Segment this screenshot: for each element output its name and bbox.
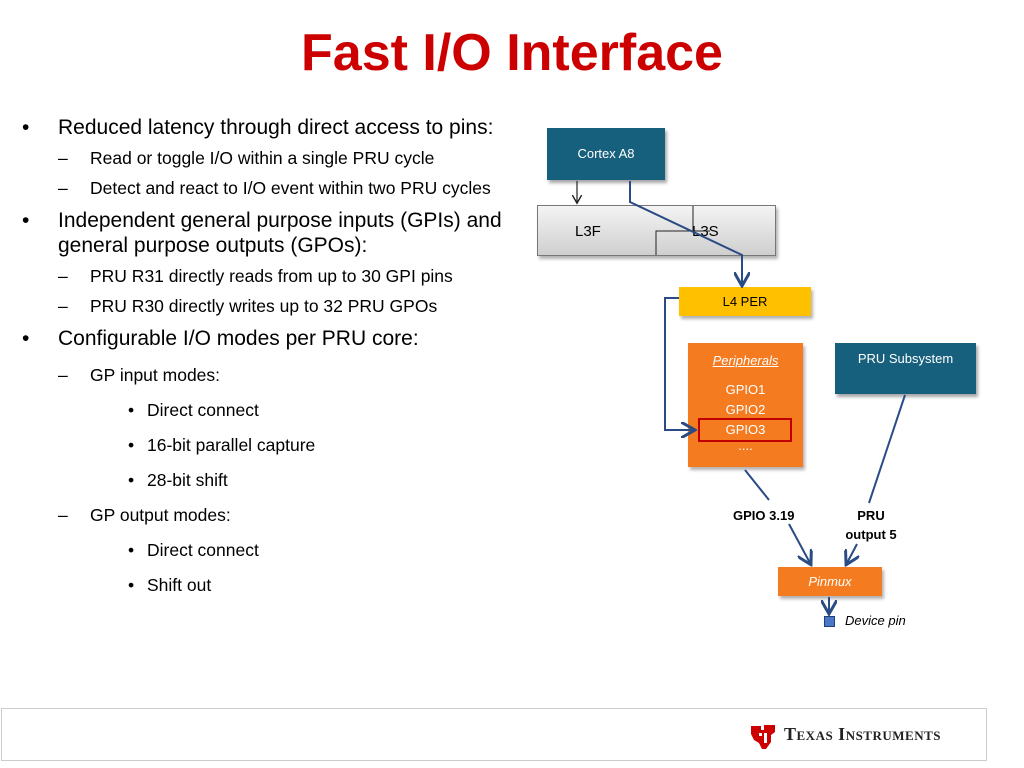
l3f-label: L3F: [575, 223, 601, 240]
sub-bullet-toggle: Read or toggle I/O within a single PRU c…: [22, 148, 522, 169]
list-item: Shift out: [22, 575, 522, 596]
list-item: Direct connect: [22, 400, 522, 421]
pru-output-line2: output 5: [845, 527, 897, 542]
list-item: 16-bit parallel capture: [22, 435, 522, 456]
list-item: 28-bit shift: [22, 470, 522, 491]
bullet-list: Reduced latency through direct access to…: [22, 115, 522, 610]
more-peripherals: ....: [738, 438, 753, 453]
gpio3-highlight: [698, 418, 792, 442]
pru-subsystem-block: PRU Subsystem: [835, 343, 976, 394]
bullet-reduced-latency: Reduced latency through direct access to…: [22, 115, 522, 140]
cortex-a8-block: Cortex A8: [547, 128, 665, 180]
device-pin-icon: [824, 616, 835, 627]
sub-bullet-input-modes: GP input modes:: [22, 365, 522, 386]
peripherals-block: Peripherals GPIO1 GPIO2 GPIO3 ....: [688, 343, 803, 467]
gpio1-label: GPIO1: [725, 382, 766, 397]
device-pin-label: Device pin: [845, 613, 906, 628]
sub-bullet-detect: Detect and react to I/O event within two…: [22, 178, 522, 199]
gpio2-label: GPIO2: [725, 402, 766, 417]
gpio3-label: GPIO3: [725, 422, 766, 437]
gpio-pin-label: GPIO 3.19: [733, 508, 795, 523]
footer-bar: [1, 708, 987, 761]
bullet-configurable-modes: Configurable I/O modes per PRU core:: [22, 326, 522, 351]
bullet-independent-gpio: Independent general purpose inputs (GPIs…: [22, 208, 522, 258]
pru-output-line1: PRU: [857, 508, 885, 523]
sub-bullet-r30: PRU R30 directly writes up to 32 PRU GPO…: [22, 296, 522, 317]
sub-bullet-r31: PRU R31 directly reads from up to 30 GPI…: [22, 266, 522, 287]
l4-per-block: L4 PER: [679, 287, 811, 316]
peripherals-title: Peripherals: [712, 353, 779, 368]
pru-output-label: PRU output 5: [836, 506, 906, 544]
list-item: Direct connect: [22, 540, 522, 561]
texas-instruments-logo-icon: [748, 722, 778, 757]
brand-name: Texas Instruments: [784, 724, 941, 744]
pinmux-block: Pinmux: [778, 567, 882, 596]
slide-title: Fast I/O Interface: [301, 24, 723, 82]
sub-bullet-output-modes: GP output modes:: [22, 505, 522, 526]
